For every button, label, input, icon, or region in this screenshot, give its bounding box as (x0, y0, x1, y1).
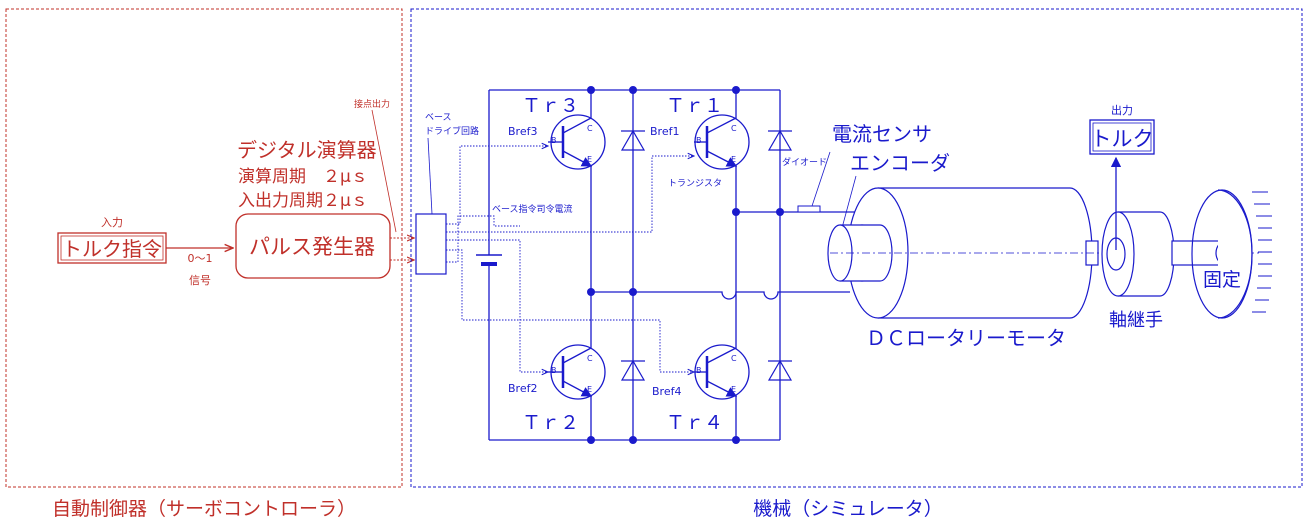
diode-d2 (767, 129, 793, 151)
current-sensor-label: 電流センサ (832, 122, 932, 146)
tr4-pin-c: C (731, 354, 737, 363)
tr1-pin-c: C (731, 124, 737, 133)
tr4-pin-b: B (696, 366, 702, 375)
current-sensor[interactable] (797, 205, 821, 213)
pulse-generator-label: パルス発生器 (249, 235, 375, 259)
controller-panel-border (5, 8, 403, 488)
torque-output-box[interactable] (1089, 119, 1155, 155)
controller-caption: 自動制御器（サーボコントローラ） (52, 498, 356, 520)
junction-dots (587, 86, 882, 444)
base-command-label: ベース指令司令電流 (492, 203, 573, 215)
tr3-pin-c: C (587, 124, 593, 133)
input-label: 入力 (101, 216, 123, 229)
tr3-pin-b: B (551, 136, 557, 145)
contact-output-label: 接点出力 (354, 98, 390, 110)
output-label: 出力 (1111, 103, 1133, 117)
shaft-coupling[interactable] (1101, 211, 1175, 297)
diode-d1 (620, 129, 646, 151)
signal-label: 信号 (189, 274, 211, 287)
tr2-pin-e: E (587, 385, 592, 394)
torque-command-label: トルク指令 (62, 237, 162, 261)
tr2-pin-b: B (551, 366, 557, 375)
bref4-label: Bref4 (652, 385, 681, 398)
bridge-wiring (488, 89, 878, 441)
base-drive-box[interactable] (415, 213, 447, 275)
machine-panel-border (410, 8, 1303, 488)
coupling-label: 軸継手 (1109, 310, 1163, 331)
bref2-label: Bref2 (508, 382, 537, 395)
io-period-label: 入出力周期２μｓ (238, 191, 368, 211)
dc-source (476, 254, 502, 266)
transistor-tr1[interactable] (694, 114, 750, 170)
torque-output-label: トルク (1091, 127, 1154, 151)
diode-d4 (767, 359, 793, 381)
bref3-label: Bref3 (508, 125, 537, 138)
fixed-label: 固定 (1203, 269, 1241, 291)
tr4-label: Ｔｒ４ (666, 412, 723, 434)
tr1-label: Ｔｒ１ (666, 95, 723, 117)
calc-period-label: 演算周期 ２μｓ (238, 167, 368, 187)
tr2-label: Ｔｒ２ (522, 412, 579, 434)
fixed-hatch (1252, 191, 1272, 313)
diode-d3 (620, 359, 646, 381)
signal-range: 0～1 (188, 252, 213, 265)
base-drive-wires (446, 146, 694, 372)
transistor-tr3[interactable] (548, 114, 606, 170)
pulse-generator-box[interactable] (235, 213, 391, 279)
transistor-tr2[interactable] (548, 344, 606, 400)
base-drive-label-1: ベース (425, 113, 452, 123)
motor-label: ＤＣロータリーモータ (866, 326, 1066, 350)
encoder-label: エンコーダ (850, 151, 950, 175)
digital-calc-label: デジタル演算器 (237, 138, 377, 162)
fixed-wall (1191, 189, 1253, 319)
base-drive-label-2: ドライブ回路 (425, 125, 479, 137)
bref1-label: Bref1 (650, 125, 679, 138)
dc-motor[interactable] (827, 187, 1099, 319)
transistor-tr4[interactable] (694, 344, 750, 400)
tr1-pin-b: B (696, 136, 702, 145)
tr1-pin-e: E (731, 155, 736, 164)
tr3-pin-e: E (587, 155, 592, 164)
diode-label: ダイオード (782, 156, 827, 168)
tr2-pin-c: C (587, 354, 593, 363)
transistor-label: トランジスタ (668, 178, 722, 189)
tr3-label: Ｔｒ３ (522, 95, 579, 117)
machine-caption: 機械（シミュレータ） (753, 498, 943, 520)
tr4-pin-e: E (731, 385, 736, 394)
